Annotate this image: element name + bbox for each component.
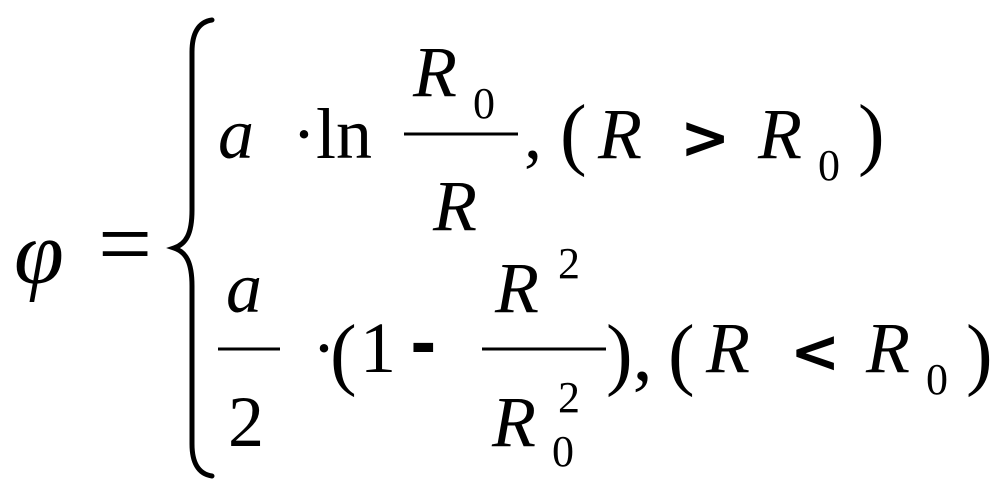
- case1-cond-R0: R: [757, 94, 802, 174]
- case2-frac-den-R: R: [491, 382, 536, 462]
- case2-cond-R0: R: [865, 308, 910, 388]
- case1-frac-num-R: R: [412, 32, 457, 112]
- equals-sign: =: [98, 190, 152, 297]
- case2-two: 2: [228, 382, 264, 462]
- case2-cond-R: R: [705, 308, 750, 388]
- case2-dot: ·: [312, 308, 336, 388]
- case1-cond-R0-sub: 0: [818, 141, 840, 190]
- case1-cond-R: R: [597, 94, 642, 174]
- case2-cond-R0-sub: 0: [926, 355, 948, 404]
- case2-open-paren: (: [330, 310, 357, 398]
- case2-cond-op: <: [790, 317, 840, 387]
- case1-frac-num-sub: 0: [473, 79, 495, 128]
- case2-a: a: [226, 248, 262, 328]
- case2-open-paren2: (: [668, 310, 695, 398]
- case2-close-paren: ): [966, 310, 993, 398]
- phi-symbol: φ: [14, 204, 64, 303]
- case1-cond-op: >: [680, 103, 730, 173]
- case1-ln: ln: [316, 94, 372, 174]
- case2-close-paren-comma: ),: [606, 310, 653, 398]
- case1-dot: ·: [292, 94, 316, 174]
- case1-close-paren: ): [858, 90, 885, 178]
- case2-frac-num-R: R: [494, 248, 539, 328]
- case2-frac-num-sup: 2: [558, 239, 580, 288]
- case2-one: 1: [360, 308, 396, 388]
- case1-frac-den-R: R: [432, 166, 477, 246]
- case2-minus: -: [410, 308, 437, 382]
- case1-a: a: [218, 94, 254, 174]
- case2-frac-den-sub: 0: [552, 427, 574, 476]
- case1-comma: ,: [524, 94, 542, 174]
- left-curly-brace: [166, 17, 215, 479]
- case1-open-paren: (: [560, 90, 587, 178]
- case2-frac-den-sup: 2: [558, 373, 580, 422]
